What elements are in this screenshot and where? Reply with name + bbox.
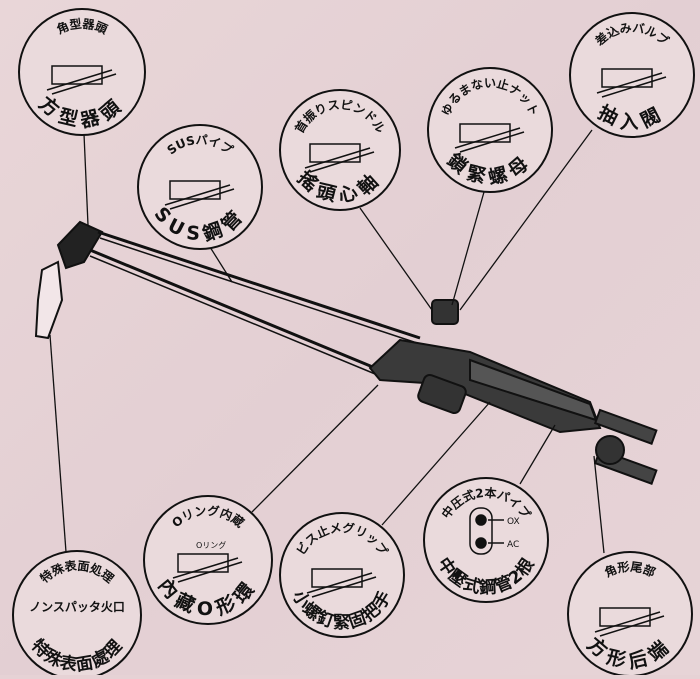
torch-nozzle <box>34 260 64 340</box>
callout-circle <box>143 495 273 625</box>
callout-circle <box>423 477 549 603</box>
callout-illustration <box>596 68 667 98</box>
leader-line <box>49 334 67 553</box>
lower-tube <box>89 248 381 372</box>
callout-middle-text: ノンスパッタ火口 <box>29 600 125 614</box>
callout-circle <box>279 89 401 211</box>
side-valve <box>417 374 467 414</box>
leader-line <box>209 246 233 283</box>
callout-circle <box>569 12 695 138</box>
torch-body <box>368 338 602 434</box>
callout-illustration <box>454 123 525 153</box>
callout-illustration <box>304 143 375 173</box>
ox-label: OX <box>507 517 520 527</box>
leader-line <box>459 129 593 311</box>
upper-tube-inner <box>99 237 421 345</box>
hose-fitting-1 <box>593 408 658 445</box>
valve-knob <box>431 299 459 325</box>
callout-circle <box>18 8 146 136</box>
callout-illustration <box>46 65 117 95</box>
leader-line <box>83 133 89 226</box>
leader-line <box>381 401 491 526</box>
callout-circle <box>137 124 263 250</box>
leader-line <box>359 207 433 311</box>
leader-line <box>593 455 605 554</box>
callout-circle <box>12 550 142 679</box>
callout-illustration <box>306 568 377 598</box>
callout-illustration <box>469 507 504 555</box>
tail-ring <box>595 435 625 465</box>
cutting-torch <box>34 220 658 485</box>
leader-line <box>251 384 379 513</box>
torch-head <box>56 220 104 270</box>
ac-label: AC <box>507 540 519 550</box>
lower-tube-inner <box>89 255 381 377</box>
upper-tube <box>97 230 421 340</box>
callout-illustration <box>172 553 243 583</box>
leader-line <box>451 191 485 306</box>
callout-illustration <box>164 180 235 210</box>
callout-illustration <box>594 607 665 637</box>
o-ring-label: Oリング <box>196 540 226 550</box>
leader-lines <box>49 129 605 554</box>
leader-line <box>519 424 556 485</box>
callout-circle <box>279 512 405 638</box>
callout-circle <box>427 67 553 193</box>
